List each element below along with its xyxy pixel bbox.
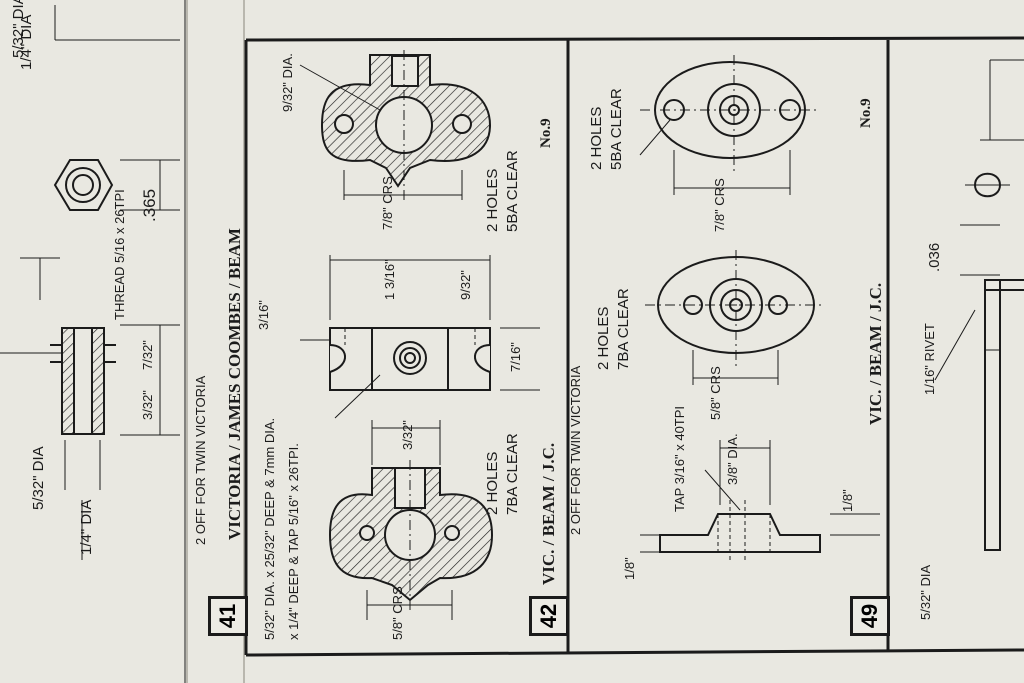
- part-41-height: 3/16": [256, 300, 271, 330]
- dim-7-32: 7/32": [140, 340, 155, 370]
- part-41-length: 1 3/16": [382, 259, 397, 300]
- part-41-title: VICTORIA / JAMES COOMBES / BEAM: [225, 228, 244, 540]
- thread-note: THREAD 5/16 x 26TPI: [112, 189, 127, 320]
- part-42-holes-top-size: 5BA CLEAR: [608, 88, 625, 170]
- part-41-note-2: x 1/4" DEEP & TAP 5/16" x 26TPI.: [286, 443, 301, 640]
- part-49-dim-036: .036: [926, 242, 943, 272]
- part-42-crs-top: 7/8" CRS: [712, 178, 727, 232]
- part-41-lower-holes: 2 HOLES: [484, 451, 501, 515]
- part-41-depth: 9/32": [458, 270, 473, 300]
- part-42-holes-mid-size: 7BA CLEAR: [615, 288, 632, 370]
- part-41-note-1: 5/32" DIA. x 25/32" DEEP & 7mm DIA.: [262, 417, 277, 640]
- part-41-crs-top: 7/8" CRS: [380, 176, 395, 230]
- part-41-holes-label: 2 HOLES: [484, 168, 501, 232]
- fold-line: [186, 0, 188, 683]
- part-42-holes-mid: 2 HOLES: [595, 306, 612, 370]
- part-49-title: VIC. / BEAM / J.C.: [866, 282, 885, 425]
- part-number-42: 42: [529, 596, 569, 636]
- hex-width-label: .365: [140, 188, 159, 222]
- part-41-holes-size: 5BA CLEAR: [504, 150, 521, 232]
- dia-label-mid: 5/32" DIA: [30, 446, 47, 510]
- dia-label-bottom: 1/4" DIA: [78, 499, 95, 555]
- part-number-41: 41: [208, 596, 248, 636]
- part-42-tap: TAP 3/16" x 40TPI: [672, 405, 687, 512]
- part-41-slot: 3/32": [400, 420, 415, 450]
- part-42-dia: 3/8" DIA.: [725, 433, 740, 485]
- part-41-crs-bottom: 5/8" CRS: [390, 586, 405, 640]
- part-41-ref: No.9: [538, 118, 554, 148]
- part-41-bore-dia: 9/32" DIA.: [280, 53, 295, 112]
- part-42-qty-note: 2 OFF FOR TWIN VICTORIA: [568, 365, 583, 535]
- part-49-dia: 5/32" DIA: [918, 564, 933, 620]
- part-42-thick: 1/8": [840, 489, 855, 512]
- part-41-width: 7/16": [508, 342, 523, 372]
- part-number-49: 49: [850, 596, 890, 636]
- fold-line: [243, 0, 245, 683]
- part-42-holes-top: 2 HOLES: [588, 106, 605, 170]
- part-49-ref: No.9: [858, 98, 874, 128]
- part-41-qty-note: 2 OFF FOR TWIN VICTORIA: [193, 375, 208, 545]
- part-42-base: 1/8": [622, 557, 637, 580]
- part-42-title: VIC. / BEAM / J.C.: [539, 442, 558, 585]
- part-49-rivet: 1/16" RIVET: [922, 323, 937, 395]
- part-42-crs-mid: 5/8" CRS: [708, 366, 723, 420]
- part-41-lower-holes-size: 7BA CLEAR: [504, 433, 521, 515]
- dia-label-top: 5/32" DIA: [10, 0, 27, 58]
- dim-3-32: 3/32": [140, 390, 155, 420]
